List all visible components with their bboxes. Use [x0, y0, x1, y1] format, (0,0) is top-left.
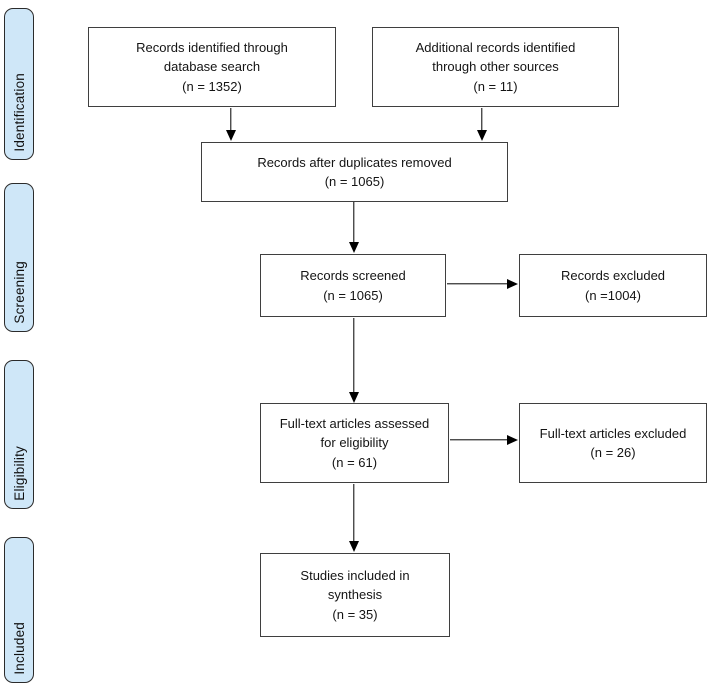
box-studies-included-text: Studies included in synthesis (n = 35): [300, 567, 410, 622]
arrow-shaft: [450, 439, 508, 441]
stage-included: Included: [4, 537, 34, 683]
arrow-screened-to-excluded: [447, 279, 518, 289]
box-fulltext-assessed-text: Full-text articles assessed for eligibil…: [279, 415, 430, 470]
stage-screening: Screening: [4, 183, 34, 332]
arrowhead-right-icon: [507, 279, 518, 289]
arrowhead-down-icon: [349, 242, 359, 253]
box-records-screened-text: Records screened (n = 1065): [300, 268, 406, 303]
arrow-shaft: [447, 283, 508, 285]
box-after-duplicates-text: Records after duplicates removed (n = 10…: [257, 154, 452, 190]
arrow-additional-to-duplicates: [477, 108, 487, 141]
box-after-duplicates: Records after duplicates removed (n = 10…: [201, 142, 508, 202]
box-fulltext-assessed: Full-text articles assessed for eligibil…: [260, 403, 449, 483]
arrow-fulltext-to-excluded: [450, 435, 518, 445]
stage-identification-label: Identification: [11, 73, 27, 152]
box-records-identified: Records identified through database sear…: [88, 27, 336, 107]
stage-eligibility-label: Eligibility: [11, 446, 27, 501]
arrow-shaft: [230, 108, 232, 131]
stage-screening-label: Screening: [11, 261, 27, 324]
stage-eligibility: Eligibility: [4, 360, 34, 509]
arrow-shaft: [353, 484, 355, 542]
stage-included-label: Included: [11, 622, 27, 675]
arrowhead-down-icon: [349, 541, 359, 552]
box-records-excluded: Records excluded (n =1004): [519, 254, 707, 317]
box-records-screened: Records screened (n = 1065): [260, 254, 446, 317]
box-records-identified-text: Records identified through database sear…: [136, 39, 288, 94]
box-records-excluded-text: Records excluded (n =1004): [560, 268, 666, 303]
arrow-shaft: [353, 202, 355, 243]
arrowhead-down-icon: [477, 130, 487, 141]
box-fulltext-excluded: Full-text articles excluded (n = 26): [519, 403, 707, 483]
arrowhead-down-icon: [349, 392, 359, 403]
arrow-fulltext-to-included: [349, 484, 359, 552]
box-studies-included: Studies included in synthesis (n = 35): [260, 553, 450, 637]
box-additional-records: Additional records identified through ot…: [372, 27, 619, 107]
box-fulltext-excluded-text: Full-text articles excluded (n = 26): [539, 425, 687, 461]
stage-identification: Identification: [4, 8, 34, 160]
arrow-screened-to-fulltext: [349, 318, 359, 403]
arrowhead-right-icon: [507, 435, 518, 445]
box-additional-records-text: Additional records identified through ot…: [415, 39, 576, 94]
arrowhead-down-icon: [226, 130, 236, 141]
arrow-shaft: [481, 108, 483, 131]
arrow-duplicates-to-screened: [349, 202, 359, 253]
arrow-shaft: [353, 318, 355, 393]
arrow-identified-to-duplicates: [226, 108, 236, 141]
